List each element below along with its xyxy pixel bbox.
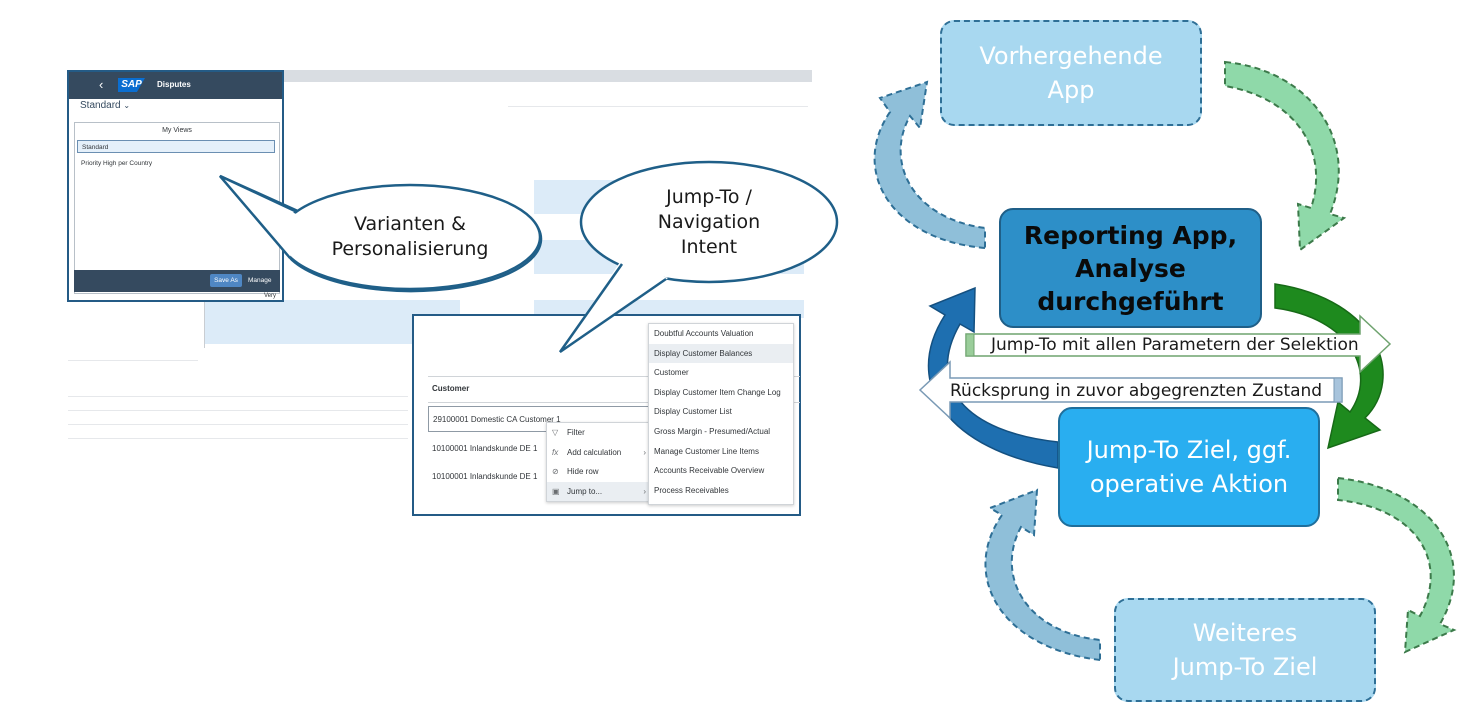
variant-selector[interactable]: Standard ⌄ [80,100,130,111]
variants-bubble-text: Varianten & Personalisierung [331,213,489,260]
sap-shell-header: ‹ SAP Disputes [69,72,282,99]
curved-arrow-to-previous-app [873,80,986,250]
background-row [68,424,408,425]
context-menu-label: Add calculation [567,447,622,457]
hide-icon: ⊘ [552,467,559,476]
filter-icon: ▽ [552,428,559,437]
background-divider [68,360,198,361]
my-views-footer: Save As Manage [74,270,280,292]
context-menu-item-filter[interactable]: ▽ Filter [547,423,652,443]
jump-icon: ▣ [552,486,560,496]
curved-arrow-from-previous-app [1224,60,1347,252]
background-divider [204,302,205,348]
sap-variants-panel: ‹ SAP Disputes Standard ⌄ My Views Stand… [67,70,284,302]
context-menu-label: Filter [567,428,585,437]
my-views-popover: My Views Standard Priority High per Coun… [74,122,280,294]
previous-app-box: Vorhergehende App [940,20,1202,126]
jump-target-label: Jump-To Ziel, ggf. operative Aktion [1086,436,1292,498]
table-header-divider [428,402,800,403]
submenu-item[interactable]: Gross Margin - Presumed/Actual [654,427,771,436]
chevron-down-icon: ⌄ [123,101,131,110]
sap-logo: SAP [118,78,145,92]
submenu-item[interactable]: Display Customer Item Change Log [654,387,781,397]
curved-arrow-from-target [1337,476,1457,654]
jump-to-panel: Customer 29100001 Domestic CA Customer 1… [412,314,801,516]
forward-parameter-arrow [965,314,1392,374]
submenu-item[interactable]: Manage Customer Line Items [654,446,759,456]
curved-arrow-to-next-target [984,488,1101,662]
jump-target-box: Jump-To Ziel, ggf. operative Aktion [1058,407,1320,527]
context-menu-label: Hide row [567,467,599,476]
back-icon[interactable]: ‹ [99,77,104,92]
background-divider [508,106,808,107]
background-row [68,438,408,439]
reporting-app-box: Reporting App, Analyse durchgeführt [999,208,1262,328]
background-row [68,410,408,411]
customer-column-header: Customer [432,384,470,393]
jump-to-submenu: Doubtful Accounts Valuation Display Cust… [648,323,794,505]
submenu-item[interactable]: Doubtful Accounts Valuation [654,329,754,338]
view-option[interactable]: Standard [77,140,275,153]
submenu-item[interactable]: Customer [654,368,689,378]
back-return-arrow [918,360,1343,420]
context-menu-item-jump-to[interactable]: ▣ Jump to... › [547,481,652,501]
reporting-app-label: Reporting App, Analyse durchgeführt [1023,220,1238,316]
submenu-item[interactable]: Process Receivables [654,485,729,495]
background-row [68,396,408,397]
view-option[interactable]: Priority High per Country [81,160,153,167]
context-menu-label: Jump to... [567,486,603,496]
context-menu: ▽ Filter fx Add calculation › ⊘ Hide row… [546,422,653,502]
jump-to-speech-bubble-tail [560,262,668,352]
submenu-item[interactable]: Accounts Receivable Overview [654,466,765,476]
back-arrow-label: Rücksprung in zuvor abgegrenzten Zustand [950,381,1323,401]
jump-to-arrow [1274,283,1384,450]
my-views-title: My Views [162,127,192,134]
forward-arrow-label: Jump-To mit allen Parametern der Selekti… [991,335,1359,355]
truncated-text: Very [264,293,277,299]
next-jump-target-label: Weiteres Jump-To Ziel [1172,619,1318,681]
jump-to-speech-bubble-tail-outline [558,263,667,354]
variants-speech-bubble-tail-outline [219,174,298,259]
previous-app-label: Vorhergehende App [979,42,1163,104]
jump-to-speech-bubble-body [579,160,839,284]
back-arrow-tail-mark [1333,377,1343,403]
save-as-button[interactable]: Save As [210,274,242,287]
next-jump-target-box: Weiteres Jump-To Ziel [1114,598,1376,702]
context-menu-item-hide-row[interactable]: ⊘ Hide row [547,462,652,482]
chevron-right-icon: › [643,447,646,457]
forward-arrow-tail-mark [965,333,975,357]
submenu-item[interactable]: Display Customer List [654,407,732,417]
chevron-right-icon: › [643,486,646,496]
context-menu-item-add-calculation[interactable]: fx Add calculation › [547,443,652,463]
variant-selector-label: Standard [80,100,121,111]
calculation-icon: fx [552,447,559,457]
back-jump-arrow [927,286,1059,469]
table-row[interactable]: 10100001 Inlandskunde DE 1 [432,444,538,453]
jump-to-bubble-text: Jump-To / Navigation Intent [657,186,761,258]
submenu-item[interactable]: Display Customer Balances [649,343,793,364]
app-title: Disputes [157,80,191,89]
table-row[interactable]: 10100001 Inlandskunde DE 1 [432,472,538,481]
manage-button[interactable]: Manage [248,277,272,284]
table-header-divider [428,376,800,377]
